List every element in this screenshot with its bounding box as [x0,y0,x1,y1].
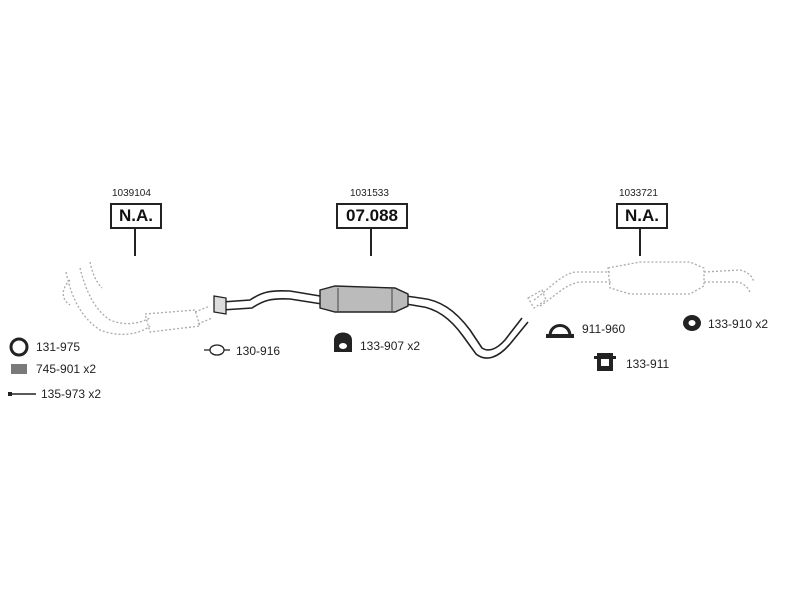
section-ref-front: 1039104 [112,188,151,199]
part-label-133-911: 133-911 [626,357,670,371]
part-label-131-975: 131-975 [36,340,81,354]
section-code-middle: 07.088 [336,203,408,229]
part-label-745-901: 745-901 x2 [36,362,97,376]
flange-gasket-icon [204,344,230,356]
part-label-911-960: 911-960 [582,322,626,336]
part-label-133-907: 133-907 x2 [360,339,421,353]
section-code-front: N.A. [110,203,162,229]
part-label-135-973: 135-973 x2 [41,387,102,401]
section-ref-middle: 1031533 [350,188,389,199]
clamp-icon [546,324,574,338]
bolt-icon [8,392,36,396]
part-label-133-910: 133-910 x2 [708,317,769,331]
rubber-hanger-icon-rear-small [594,353,616,371]
rubber-ring-icon-rear [683,315,701,331]
rear-pipe-dotted [527,261,755,309]
rubber-hanger-icon-middle [334,332,352,352]
section-ref-rear: 1033721 [619,188,658,199]
ring-gasket-icon [9,337,29,357]
middle-flange [213,295,227,315]
middle-silencer [319,285,409,313]
front-pipe-dotted [62,261,213,336]
middle-pipe [221,289,529,359]
spring-icon [11,364,27,374]
part-label-130-916: 130-916 [236,344,281,358]
section-code-rear: N.A. [616,203,668,229]
